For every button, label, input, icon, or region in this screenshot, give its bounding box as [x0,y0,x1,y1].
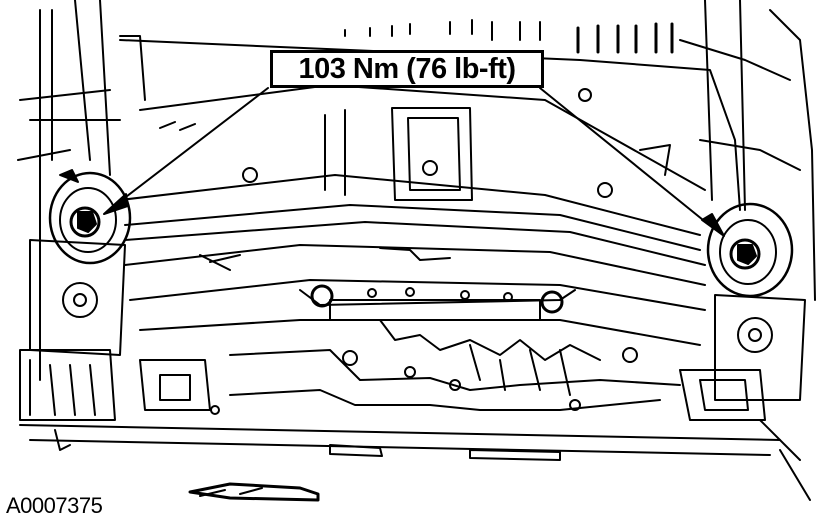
torque-label: 103 Nm (76 lb-ft) [298,52,516,85]
lower-linkage [124,244,706,346]
right-frame-rail [679,0,816,401]
floor-lines [19,419,811,502]
torque-callout: 103 Nm (76 lb-ft) [270,50,544,88]
top-hatch-marks [344,19,674,54]
left-bushing-bolt [48,169,132,265]
torque-leader-arrows [103,87,725,237]
lower-components [19,319,766,421]
left-frame-rail [17,0,146,381]
figure-id: A0007375 [6,493,103,518]
right-bushing-bolt [706,202,794,298]
